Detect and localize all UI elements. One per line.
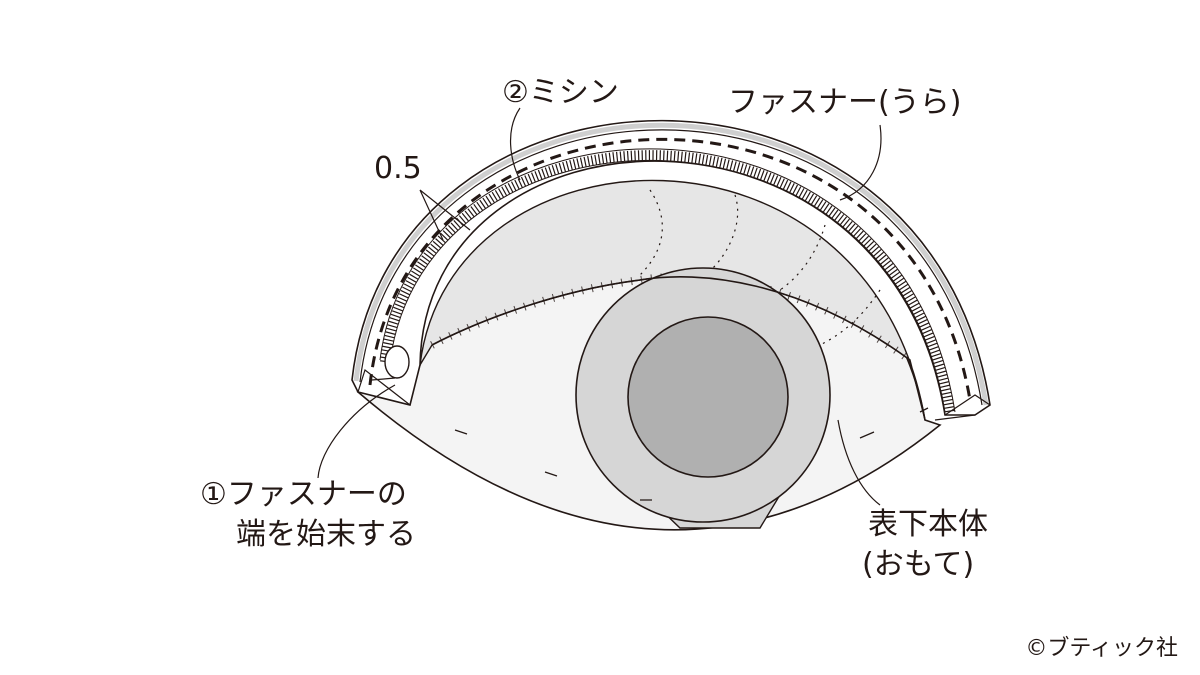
label-zipper-end-line2: 端を始末する — [236, 517, 416, 552]
zipper-teeth — [380, 150, 955, 413]
leader-body — [837, 419, 881, 506]
label-sewing: ②ミシン — [502, 75, 619, 110]
label-body-line1: 表下本体 — [868, 507, 988, 542]
leader-zipper-back — [839, 124, 882, 201]
zipper-teeth-edge-inner — [389, 159, 946, 413]
outer-band — [359, 129, 983, 406]
label-zipper-back: ファスナー(うら) — [728, 85, 962, 120]
zipper-end-fold — [357, 368, 411, 406]
zipper-teeth-edge-outer — [379, 148, 956, 413]
copyright-text: ©ブティック社 — [1025, 636, 1178, 661]
label-margin: 0.5 — [374, 151, 422, 186]
leader-margin — [419, 189, 471, 241]
label-body-line2: (おもて) — [862, 547, 975, 582]
zipper-stopper — [384, 345, 410, 379]
body-dash-marks — [454, 407, 929, 501]
label-zipper-end-line1: ①ファスナーの — [200, 477, 407, 512]
pupil-circle — [627, 316, 789, 478]
lower-lid-line — [431, 276, 911, 361]
sewing-line — [368, 138, 972, 401]
gray-binding — [353, 122, 989, 406]
zipper-right-end — [934, 394, 991, 421]
leader-zipper-end — [317, 384, 396, 479]
leader-sewing — [509, 107, 521, 181]
